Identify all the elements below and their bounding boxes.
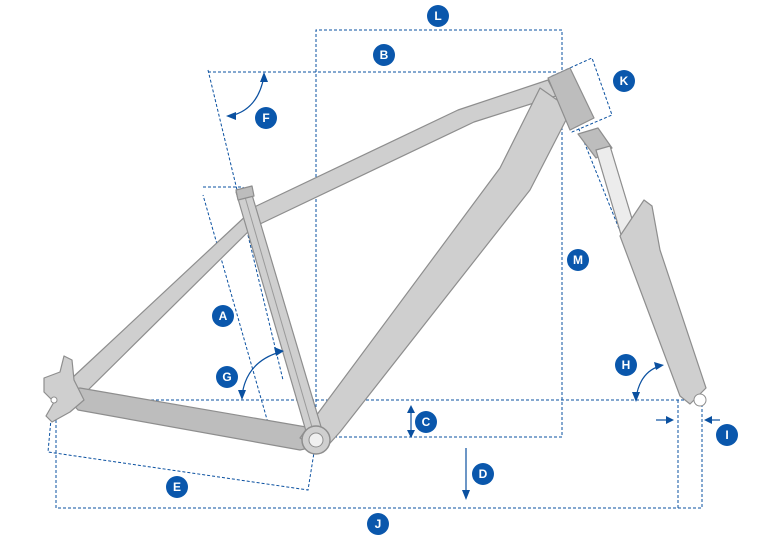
badge-J: J: [367, 513, 389, 535]
angle-arrows: [226, 72, 720, 500]
badge-L: L: [427, 5, 449, 27]
svg-text:A: A: [219, 309, 228, 323]
svg-text:C: C: [422, 415, 431, 429]
arrowhead-I-right: [704, 416, 712, 424]
dim-line-E: [47, 407, 317, 491]
svg-text:I: I: [725, 428, 728, 442]
arrow-H: [635, 365, 661, 399]
svg-text:L: L: [434, 9, 441, 23]
bottom-bracket-inner: [308, 432, 324, 448]
bike-frame: [43, 67, 595, 455]
dim-line-F: [207, 69, 284, 381]
down-tube: [299, 87, 567, 453]
seat-clamp: [235, 185, 255, 201]
fork-lower: [619, 199, 707, 405]
head-tube: [547, 67, 595, 131]
arrowhead-G-right: [274, 347, 284, 356]
badge-A: A: [212, 305, 234, 327]
front-axle: [693, 393, 707, 407]
fork: [577, 127, 707, 407]
svg-text:J: J: [375, 517, 382, 531]
arrowhead-F-top: [260, 72, 268, 82]
svg-text:H: H: [622, 358, 631, 372]
rear-axle: [50, 396, 58, 404]
dimension-lines: [47, 29, 703, 509]
svg-text:K: K: [620, 74, 629, 88]
arrowhead-H-bottom: [632, 392, 640, 402]
badge-B: B: [373, 44, 395, 66]
badge-M: M: [567, 249, 589, 271]
arrowhead-C-top: [407, 405, 415, 413]
svg-text:G: G: [222, 370, 231, 384]
badge-I: I: [716, 424, 738, 446]
badge-H: H: [615, 354, 637, 376]
badge-C: C: [415, 411, 437, 433]
arrowhead-F-left: [226, 112, 236, 120]
arrowhead-D: [462, 490, 470, 500]
arrowhead-I-left: [666, 416, 674, 424]
badge-D: D: [472, 463, 494, 485]
seat-tube-edge: [242, 189, 315, 435]
svg-text:D: D: [479, 467, 488, 481]
arrow-G: [241, 351, 281, 397]
badges: L B K F M A H G: [166, 5, 738, 535]
arrowhead-G-bottom: [238, 390, 246, 400]
arrowhead-C-bottom: [407, 430, 415, 438]
svg-text:M: M: [573, 253, 583, 267]
svg-text:F: F: [262, 111, 269, 125]
badge-E: E: [166, 476, 188, 498]
dim-line-L: [272, 29, 563, 438]
badge-G: G: [216, 366, 238, 388]
dim-line-J: [55, 400, 703, 509]
rear-dropout: [43, 355, 85, 423]
badge-F: F: [255, 107, 277, 129]
svg-text:B: B: [380, 48, 389, 62]
chain-stay: [61, 387, 319, 451]
svg-text:E: E: [173, 480, 181, 494]
arrowhead-H-right: [654, 362, 664, 370]
badge-K: K: [613, 70, 635, 92]
